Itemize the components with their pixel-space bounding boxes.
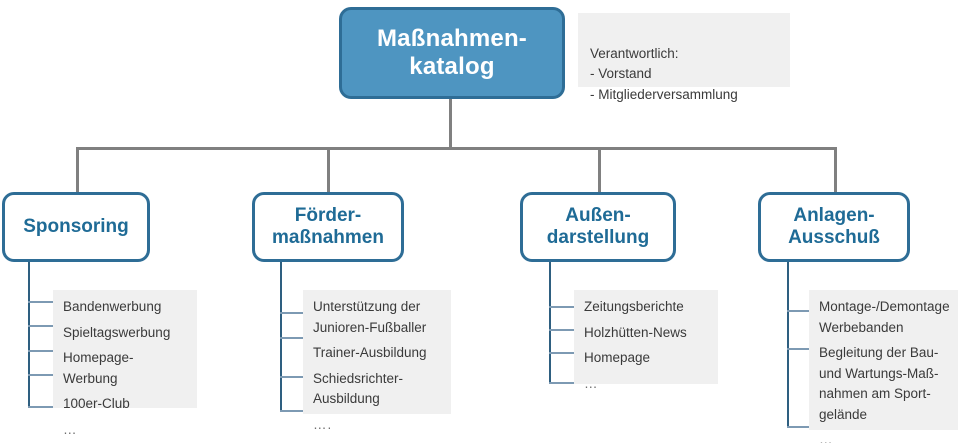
branch-stub-2-1 [280,312,307,314]
list-item-more: …. [313,416,333,432]
branch-stub-2-4 [280,410,307,412]
branch-drop-line-1 [76,147,79,193]
list-item: Schiedsrichter- Ausbildung [313,370,404,407]
list-item-more: … [584,375,599,391]
list-item-more: … [63,421,78,437]
branch-spine-3 [549,262,551,384]
list-item: Homepage [584,350,651,366]
branch-stub-3-4 [549,382,576,384]
branch-node-foerdermassnahmen[interactable]: Förder- maßnahmen [252,192,404,262]
branch-stub-4-1 [787,310,814,312]
list-item: Spieltagswerbung [63,324,171,340]
branch-stub-1-2 [28,325,55,327]
list-item: Montage-/Demontage Werbebanden [819,299,950,335]
branch-stub-4-3 [787,426,814,428]
branch-stub-3-1 [549,306,576,308]
branch-stub-1-1 [28,301,55,303]
branch-node-sponsoring[interactable]: Sponsoring [2,192,150,262]
root-trunk-line [449,99,452,149]
list-item: Bandenwerbung [63,299,162,314]
list-item: Begleitung der Bau- und Wartungs-Maß- na… [819,345,939,422]
branch-stub-2-2 [280,337,307,339]
branch-node-aussendarstellung[interactable]: Außen- darstellung [520,192,676,262]
branch-stub-3-3 [549,352,576,354]
branch-node-label: Außen- darstellung [546,204,650,248]
branch-stub-2-3 [280,376,307,378]
branch-drop-line-4 [834,147,837,193]
branch-spine-4 [787,262,789,428]
branch-node-label: Förder- maßnahmen [272,204,384,248]
root-node-massnahmenkatalog[interactable]: Maßnahmen- katalog [339,7,565,99]
branch-stub-3-2 [549,329,576,331]
branch-stub-1-5 [28,406,55,408]
branch-items-panel-2: Unterstützung der Junioren-Fußballer Tra… [303,290,451,432]
branch-stub-1-3 [28,350,55,352]
branch-items-panel-3: Zeitungsberichte Holzhütten-News Homepag… [574,290,718,391]
responsible-note-panel: Verantwortlich: - Vorstand - Mitgliederv… [578,13,790,102]
branch-node-label: Sponsoring [23,215,129,237]
root-node-label: Maßnahmen- katalog [376,24,527,80]
branch-spine-1 [28,262,30,408]
branch-drop-line-3 [598,147,601,193]
branch-stub-4-2 [787,348,814,350]
branch-node-label: Anlagen- Ausschuß [788,204,880,248]
list-item: Trainer-Ausbildung [313,345,427,361]
list-item: Holzhütten-News [584,324,687,340]
list-item: Unterstützung der Junioren-Fußballer [313,299,427,335]
list-item-more: … [819,432,834,443]
branch-stub-1-4 [28,374,55,376]
branch-node-anlagen-ausschuss[interactable]: Anlagen- Ausschuß [758,192,910,262]
branch-items-panel-4: Montage-/Demontage Werbebanden Begleitun… [809,290,958,443]
branch-bus-line [76,147,837,150]
list-item: 100er-Club [63,396,130,412]
branch-drop-line-2 [327,147,330,193]
list-item: Zeitungsberichte [584,299,684,314]
responsible-note-text: Verantwortlich: - Vorstand - Mitgliederv… [590,45,738,102]
branch-items-panel-1: Bandenwerbung Spieltagswerbung Homepage-… [53,290,197,437]
list-item: Homepage-Werbung [63,350,134,386]
